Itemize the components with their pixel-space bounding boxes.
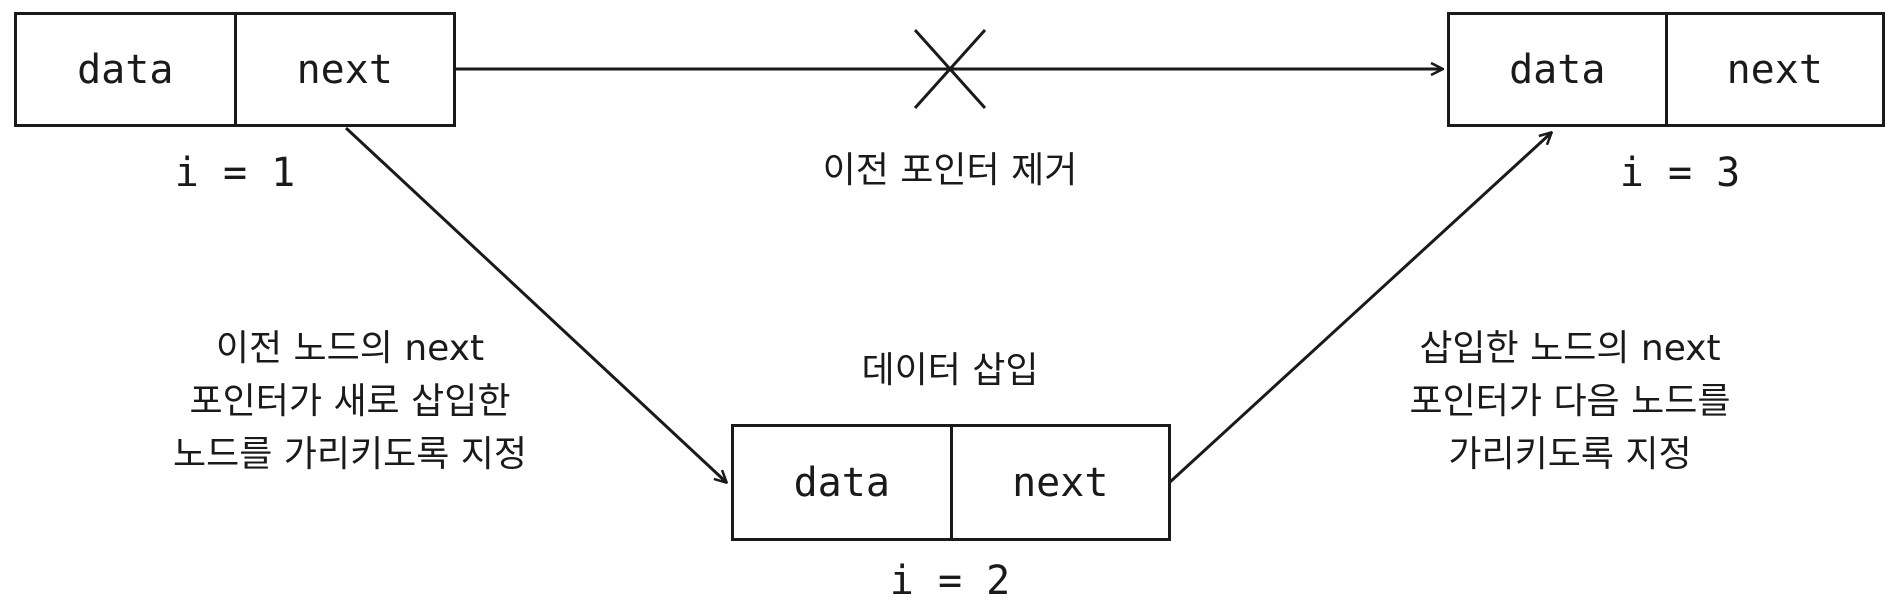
node-1-index-label: i = 1 <box>174 150 296 196</box>
prev-node-caption-line-1: 이전 노드의 next <box>215 328 485 369</box>
new-node-pointer-caption: 삽입한 노드의 next 포인터가 다음 노드를 가리키도록 지정 <box>1370 322 1770 481</box>
node-2-data-field: data <box>793 459 890 506</box>
node-2: data next <box>731 424 1171 541</box>
prev-node-pointer-caption: 이전 노드의 next 포인터가 새로 삽입한 노드를 가리키도록 지정 <box>130 322 570 481</box>
node-1-data-field: data <box>77 46 174 93</box>
node-3-next-field: next <box>1664 15 1883 124</box>
node-1: data next <box>14 12 456 127</box>
new-node-caption-line-1: 삽입한 노드의 next <box>1419 328 1721 369</box>
node-2-next-field: next <box>949 427 1169 538</box>
prev-node-caption-line-2: 포인터가 새로 삽입한 <box>189 381 511 422</box>
remove-pointer-caption: 이전 포인터 제거 <box>822 150 1078 191</box>
new-node-caption-line-2: 포인터가 다음 노드를 <box>1409 381 1731 422</box>
node-3: data next <box>1447 12 1885 127</box>
node-2-index-label: i = 2 <box>889 558 1011 604</box>
insert-data-caption: 데이터 삽입 <box>861 350 1039 391</box>
new-to-next-node-arrow <box>1168 133 1551 484</box>
prev-to-new-node-arrow <box>344 126 726 482</box>
node-3-data-field: data <box>1509 46 1606 93</box>
removed-pointer-cross-mark <box>913 28 987 110</box>
node-3-index-label: i = 3 <box>1619 150 1741 196</box>
prev-node-caption-line-3: 노드를 가리키도록 지정 <box>172 434 528 475</box>
node-1-next-field: next <box>233 15 454 124</box>
new-node-caption-line-3: 가리키도록 지정 <box>1448 434 1692 475</box>
